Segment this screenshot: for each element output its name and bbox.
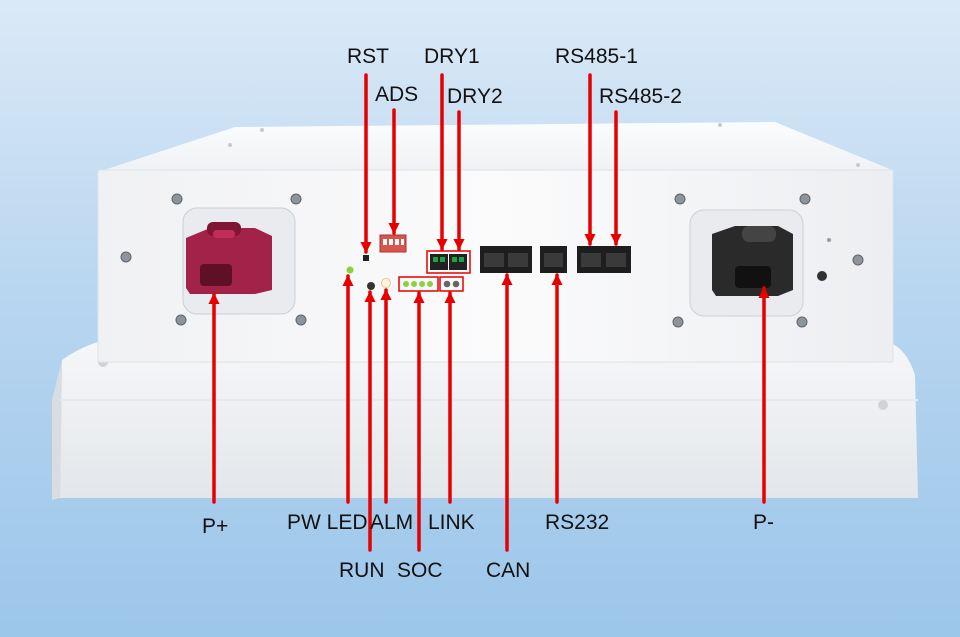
label-rs485-2: RS485-2 — [599, 85, 682, 108]
top-lid — [98, 122, 892, 178]
label-can: CAN — [486, 559, 531, 582]
ads-dip-switch[interactable] — [379, 234, 407, 253]
label-rst: RST — [347, 45, 389, 68]
panel-screws — [120, 193, 864, 328]
label-link: LINK — [428, 511, 475, 534]
run-led-indicator — [367, 282, 375, 290]
label-alm: ALM — [370, 511, 414, 534]
p-plus-terminal — [182, 207, 296, 315]
pw-led-indicator — [346, 266, 354, 274]
label-dry2: DRY2 — [447, 85, 503, 108]
label-p-minus: P- — [753, 511, 774, 534]
label-ads: ADS — [375, 83, 419, 106]
p-minus-terminal — [689, 209, 831, 317]
soc-led-group — [398, 276, 439, 292]
label-p-plus: P+ — [202, 515, 229, 538]
dry-contact-connectors[interactable] — [426, 250, 471, 274]
label-rs485-1: RS485-1 — [555, 45, 638, 68]
can-ports[interactable] — [480, 246, 532, 273]
label-run: RUN — [339, 559, 385, 582]
rs232-port[interactable] — [540, 246, 567, 273]
label-soc: SOC — [397, 559, 443, 582]
rst-button[interactable] — [363, 255, 369, 261]
rs485-ports[interactable] — [577, 246, 631, 273]
callout-arrows — [208, 73, 770, 552]
label-dry1: DRY1 — [424, 45, 480, 68]
label-pw-led: PW LED — [287, 511, 368, 534]
label-rs232: RS232 — [545, 511, 610, 534]
link-led-group — [439, 276, 464, 292]
alm-led-indicator — [381, 278, 391, 288]
